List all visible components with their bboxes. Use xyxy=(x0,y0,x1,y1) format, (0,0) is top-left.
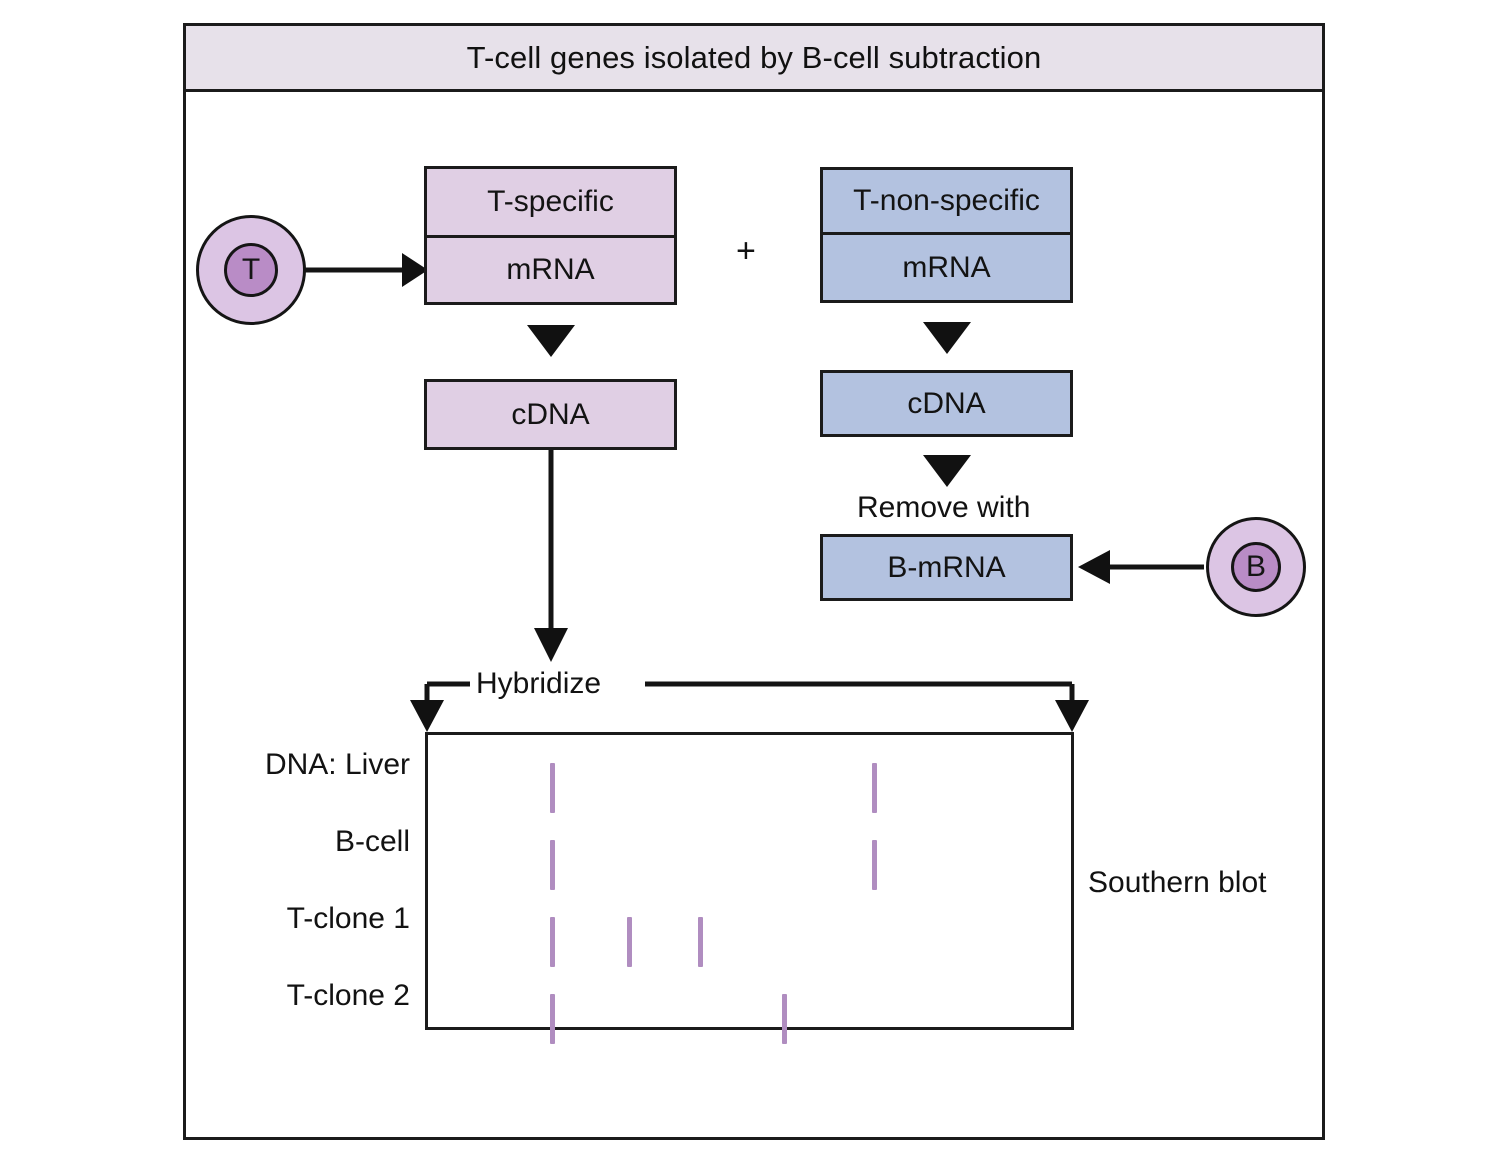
box-t-specific: T-specific xyxy=(424,166,677,235)
t-cell-nucleus: T xyxy=(224,243,278,297)
blot-row-label-dna-liver: DNA: Liver xyxy=(264,748,410,781)
blot-band xyxy=(550,994,556,1044)
box-t-specific-mrna-label: mRNA xyxy=(506,253,595,286)
hybridize-label: Hybridize xyxy=(476,667,602,700)
box-t-specific-mrna: mRNA xyxy=(424,235,677,305)
box-t-specific-label: T-specific xyxy=(487,185,614,218)
blot-band xyxy=(550,917,556,967)
b-cell-nucleus: B xyxy=(1231,542,1281,592)
figure-title-bar: T-cell genes isolated by B-cell subtract… xyxy=(186,26,1322,92)
blot-band xyxy=(550,763,556,813)
box-t-non-specific: T-non-specific xyxy=(820,167,1073,232)
blot-row-label-t-clone-2: T-clone 2 xyxy=(286,979,410,1012)
box-t-non-specific-label: T-non-specific xyxy=(853,184,1040,217)
box-t-non-specific-mrna-label: mRNA xyxy=(902,250,991,284)
remove-with-label: Remove with xyxy=(857,491,1031,524)
box-t-specific-cdna-label: cDNA xyxy=(511,397,590,431)
blot-band xyxy=(627,917,633,967)
box-t-non-specific-cdna: cDNA xyxy=(820,370,1073,437)
box-b-mrna-label: B-mRNA xyxy=(887,550,1006,584)
blot-band xyxy=(871,840,877,890)
t-cell-label: T xyxy=(241,253,261,286)
blot-band xyxy=(781,994,787,1044)
box-t-non-specific-cdna-label: cDNA xyxy=(907,386,986,420)
box-t-specific-cdna: cDNA xyxy=(424,379,677,450)
blot-row-label-t-clone-1: T-clone 1 xyxy=(286,902,410,935)
southern-blot-panel xyxy=(425,732,1074,1044)
box-b-mrna: B-mRNA xyxy=(820,534,1073,601)
blot-band xyxy=(698,917,704,967)
b-cell-label: B xyxy=(1245,550,1266,583)
plus-symbol: + xyxy=(736,232,756,270)
box-t-non-specific-mrna: mRNA xyxy=(820,232,1073,303)
page-title: T-cell genes isolated by B-cell subtract… xyxy=(466,39,1042,75)
blot-row-label-b-cell: B-cell xyxy=(334,825,410,858)
southern-blot-caption: Southern blot xyxy=(1088,866,1267,899)
blot-band xyxy=(871,763,877,813)
blot-band xyxy=(550,840,556,890)
